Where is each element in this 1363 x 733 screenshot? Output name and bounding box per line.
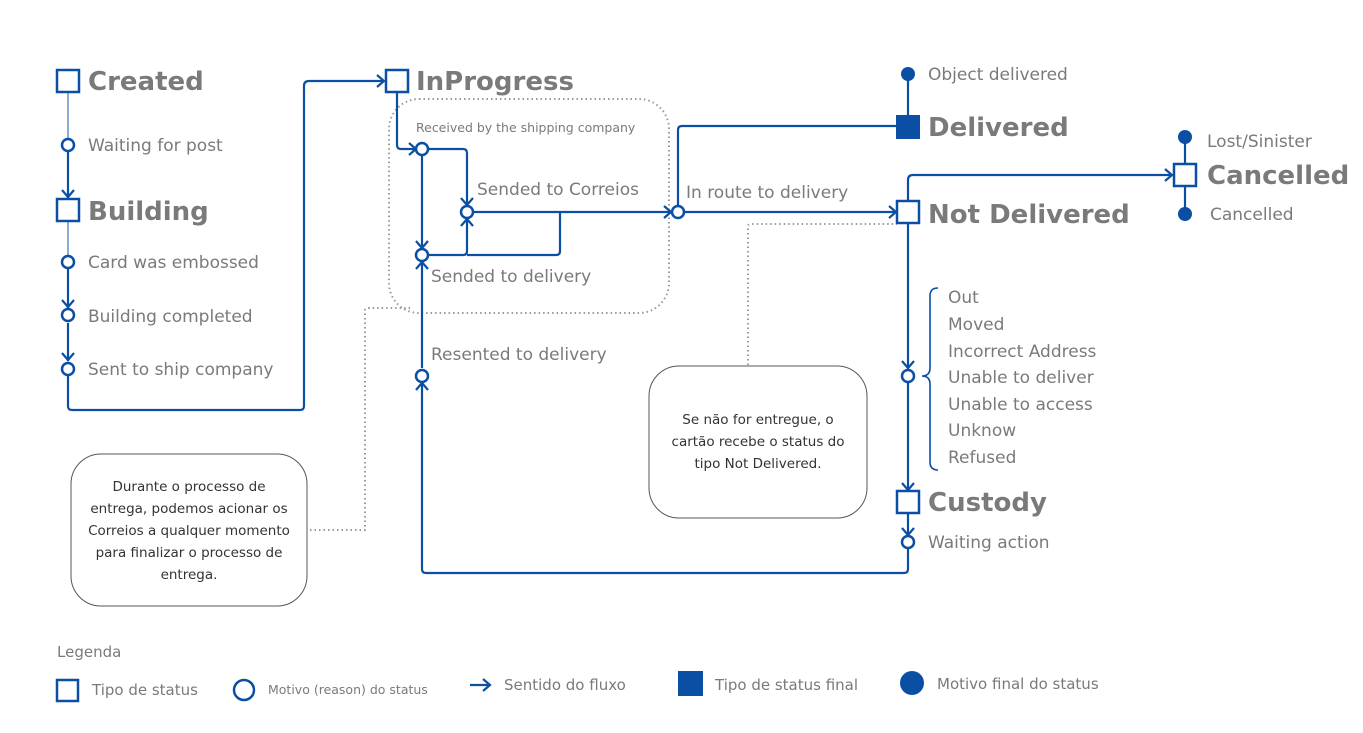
status-box-delivered[interactable] — [896, 115, 920, 139]
delivery-to-correios-line — [429, 219, 469, 257]
reason-icon — [232, 678, 256, 702]
received-to-correios-line — [429, 147, 469, 205]
sent-to-inprogress-line — [66, 79, 384, 412]
reason-list-item: Unknow — [948, 421, 1016, 441]
not-delivered-to-cancelled-line — [906, 173, 1172, 201]
reason-dot-sended-delivery[interactable] — [414, 247, 430, 263]
status-box-created[interactable] — [55, 68, 81, 94]
note-line: cartão recebe o status do — [672, 434, 845, 450]
status-label-not-delivered: Not Delivered — [928, 200, 1130, 230]
note-line: Durante o processo de — [112, 479, 265, 495]
legend-label: Sentido do fluxo — [504, 676, 626, 694]
note-line: entrega, podemos acionar os — [90, 501, 287, 517]
correios-note-box — [70, 453, 308, 607]
reason-dot-in-route[interactable] — [670, 204, 686, 220]
status-label-custody: Custody — [928, 488, 1047, 518]
reason-dot-lost-sinister[interactable] — [1178, 130, 1192, 144]
not-delivered-reasons-list: Out Moved Incorrect Address Unable to de… — [948, 288, 1097, 468]
arrow-icon — [1164, 168, 1174, 182]
delivery-to-route-line — [467, 212, 562, 257]
status-label-delivered: Delivered — [928, 113, 1069, 143]
reason-label-received: Received by the shipping company — [416, 120, 636, 135]
not-delivered-note: Se não for entregue, o cartão recebe o s… — [648, 365, 868, 519]
reason-label-in-route: In route to delivery — [686, 183, 848, 203]
status-box-building[interactable] — [55, 197, 81, 223]
reason-label-resented: Resented to delivery — [431, 345, 607, 365]
reason-dot-not-delivered[interactable] — [900, 368, 916, 384]
reason-label-waiting-for-post: Waiting for post — [88, 136, 223, 156]
note-line: para finalizar o processo de — [96, 545, 283, 561]
reason-dot-sent-to-ship[interactable] — [60, 361, 76, 377]
reason-dot-card-embossed[interactable] — [60, 254, 76, 270]
status-box-not-delivered[interactable] — [895, 199, 921, 225]
reason-dot-waiting-action[interactable] — [900, 534, 916, 550]
note-line: Se não for entregue, o — [682, 412, 833, 428]
reason-label-sended-correios: Sended to Correios — [477, 180, 639, 200]
reason-list-item: Refused — [948, 448, 1016, 468]
waiting-to-resented-line — [420, 383, 910, 575]
reason-dot-resented[interactable] — [414, 368, 430, 384]
reason-label-card-embossed: Card was embossed — [88, 253, 259, 273]
legend-label: Tipo de status final — [714, 676, 858, 694]
status-box-custody[interactable] — [895, 489, 921, 515]
legend-label: Motivo final do status — [937, 675, 1099, 693]
inprogress-to-received-line — [395, 93, 416, 151]
reason-dot-object-delivered[interactable] — [901, 67, 915, 81]
route-to-delivered-line — [676, 124, 897, 205]
reason-list-item: Unable to deliver — [948, 368, 1094, 388]
reason-label-cancelled: Cancelled — [1210, 205, 1294, 225]
correios-note: Durante o processo de entrega, podemos a… — [70, 453, 308, 607]
correios-note-connector — [310, 307, 410, 531]
note-line: tipo Not Delivered. — [694, 456, 821, 472]
reason-label-sended-delivery: Sended to delivery — [431, 267, 591, 287]
status-label-inprogress: InProgress — [416, 67, 574, 97]
flow-arrow-head — [482, 678, 492, 692]
reason-label-waiting-action: Waiting action — [928, 533, 1050, 553]
reason-dot-received[interactable] — [414, 141, 430, 157]
arrow-icon — [61, 189, 75, 199]
reason-list-item: Out — [948, 288, 979, 308]
arrow-icon — [61, 299, 75, 309]
legend: Legenda Tipo de status Motivo (reason) d… — [55, 643, 1099, 703]
legend-label: Tipo de status — [91, 681, 198, 699]
reason-list-item: Incorrect Address — [948, 342, 1097, 362]
reason-label-object-delivered: Object delivered — [928, 65, 1068, 85]
note-line: Correios a qualquer momento — [88, 523, 290, 539]
reason-dot-building-completed[interactable] — [60, 307, 76, 323]
reason-list-item: Moved — [948, 315, 1004, 335]
final-reason-icon — [900, 671, 924, 695]
reason-dot-sended-correios[interactable] — [459, 204, 475, 220]
status-box-cancelled[interactable] — [1172, 162, 1198, 188]
reason-list-item: Unable to access — [948, 395, 1093, 415]
reason-label-lost-sinister: Lost/Sinister — [1207, 132, 1312, 152]
note-line: entrega. — [161, 567, 218, 583]
status-type-icon — [55, 678, 80, 703]
arrow-icon — [376, 74, 386, 88]
not-delivered-note-connector — [747, 223, 897, 365]
status-label-created: Created — [88, 67, 204, 97]
status-box-inprogress[interactable] — [384, 68, 410, 94]
status-label-cancelled: Cancelled — [1207, 161, 1349, 191]
reasons-brace — [921, 287, 939, 471]
legend-title: Legenda — [57, 643, 121, 661]
status-label-building: Building — [88, 197, 209, 227]
arrow-icon — [901, 360, 915, 370]
reason-dot-waiting-for-post[interactable] — [60, 137, 76, 153]
arrow-icon — [61, 352, 75, 362]
reason-label-sent-to-ship: Sent to ship company — [88, 360, 273, 380]
not-delivered-note-box — [648, 365, 868, 519]
reason-dot-cancelled[interactable] — [1178, 207, 1192, 221]
legend-label: Motivo (reason) do status — [268, 682, 428, 697]
reason-label-building-completed: Building completed — [88, 307, 253, 327]
final-status-icon — [678, 671, 703, 696]
